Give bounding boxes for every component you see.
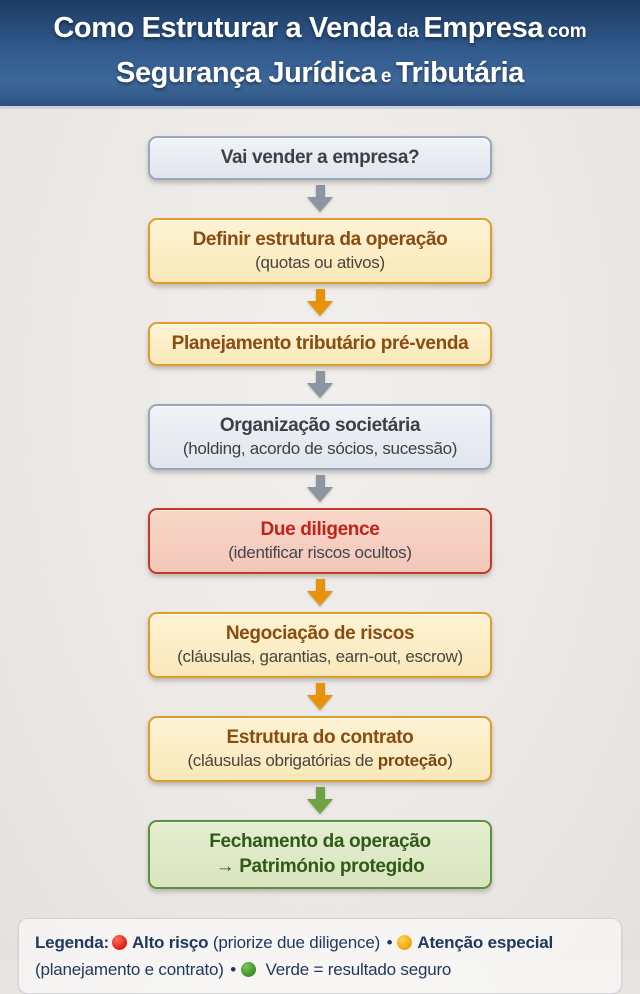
step-title: Estrutura do contrato — [226, 727, 414, 748]
step-title: Negociação de riscos — [225, 623, 415, 644]
title-text: Como Estruturar a Venda — [53, 12, 393, 44]
arrow-down-icon — [307, 475, 333, 502]
title-line-1: Como Estruturar a Venda da Empresa com — [53, 8, 586, 53]
legend-item-text: (planejamento e contrato) — [35, 960, 229, 979]
arrow-down-icon — [307, 289, 333, 316]
step-box-question: Vai vender a empresa? — [148, 136, 492, 180]
flowchart: Vai vender a empresa? Definir estrutura … — [0, 109, 640, 889]
title-text-small: e — [380, 66, 392, 87]
legend-separator: • — [230, 960, 237, 979]
arrow-down-icon — [307, 683, 333, 710]
step-box-negociacao-riscos: Negociação de riscos (cláusulas, garanti… — [148, 612, 492, 678]
title-text: Tributária — [395, 57, 525, 89]
step-subtitle: (cláusulas, garantias, earn-out, escrow) — [177, 647, 463, 666]
step-subtitle: (quotas ou ativos) — [255, 253, 385, 272]
step-box-due-diligence: Due diligence (identificar riscos oculto… — [148, 508, 492, 574]
legend-item-text: Verde = resultado seguro — [261, 960, 452, 979]
legend-item-bold: Atenção especial — [417, 933, 554, 952]
title-banner: Como Estruturar a Venda da Empresa com S… — [0, 0, 640, 109]
green-dot-icon — [241, 962, 257, 977]
step-box-estrutura-contrato: Estrutura do contrato (cláusulas obrigat… — [148, 716, 492, 782]
title-text: Empresa — [423, 12, 544, 44]
arrow-down-icon — [307, 579, 333, 606]
step-box-fechamento: Fechamento da operação → Património prot… — [148, 820, 492, 889]
step-subtitle: (cláusulas obrigatórias de proteção) — [187, 751, 453, 770]
step-subtitle: (holding, acordo de sócios, sucessão) — [182, 439, 458, 458]
title-text-small: da — [396, 21, 419, 42]
legend-separator: • — [386, 933, 393, 952]
arrow-down-icon — [307, 787, 333, 814]
step-subtitle: (identificar riscos ocultos) — [228, 543, 412, 562]
step-title-result: → Património protegido — [215, 856, 425, 877]
step-title: Vai vender a empresa? — [220, 147, 420, 168]
step-title: Definir estrutura da operação — [192, 229, 448, 250]
title-text: Segurança Jurídica — [116, 57, 377, 89]
step-subtitle-bold: proteção — [377, 751, 448, 770]
step-box-definir-estrutura: Definir estrutura da operação (quotas ou… — [148, 218, 492, 284]
legend-item-bold: Alto risço — [131, 933, 209, 952]
arrow-down-icon — [307, 371, 333, 398]
title-line-2: Segurança Jurídica e Tributária — [116, 53, 524, 98]
red-dot-icon — [111, 935, 127, 950]
step-title: Organização societária — [219, 415, 421, 436]
step-title: Planejamento tributário pré-venda — [171, 333, 469, 354]
legend: Legenda: Alto risço (priorize due diligen… — [18, 918, 622, 994]
step-title: Fechamento da operação — [209, 831, 431, 852]
arrow-down-icon — [307, 185, 333, 212]
step-title: Due diligence — [260, 519, 380, 540]
legend-item-text: (priorize due diligence) — [208, 933, 385, 952]
step-box-organizacao-societaria: Organização societária (holding, acordo … — [148, 404, 492, 470]
title-text-small: com — [547, 21, 587, 42]
step-box-planejamento-tributario: Planejamento tributário pré-venda — [148, 322, 492, 366]
legend-label: Legenda: — [35, 933, 109, 952]
yellow-dot-icon — [397, 935, 413, 950]
